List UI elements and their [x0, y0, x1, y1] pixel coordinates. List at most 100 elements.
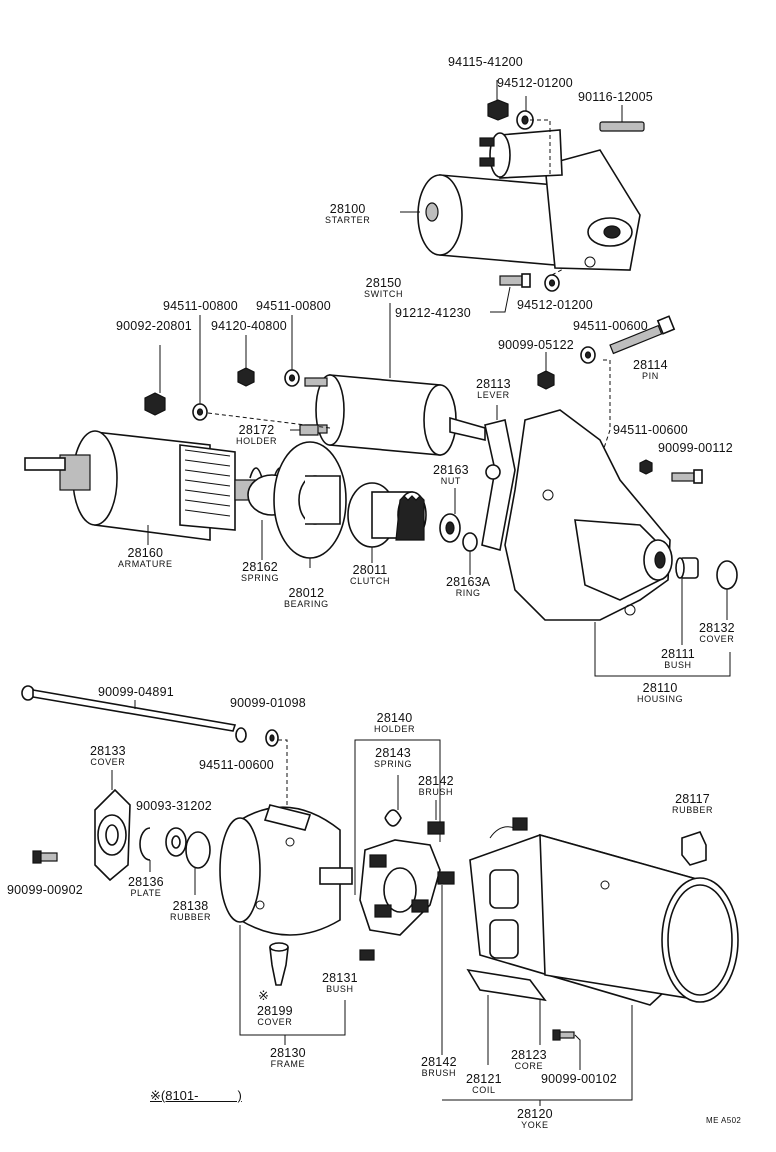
part-number: 94511-00600 [199, 758, 274, 772]
nut-94120-40800-drawing [237, 335, 255, 387]
part-label: 28117 RUBBER [672, 792, 714, 816]
nut-28163-drawing [439, 488, 461, 543]
screw-90099-00102-drawing [552, 1029, 581, 1070]
part-name: LEVER [477, 390, 510, 401]
spring-28143-drawing [384, 775, 402, 827]
nut-94115-41200-drawing [487, 80, 509, 121]
part-number: 28113 [476, 377, 511, 391]
part-label: 28136 PLATE [128, 875, 164, 899]
brush-28142-bottom-drawing [437, 871, 455, 1055]
part-name: SWITCH [364, 289, 404, 300]
part-label: 28143 SPRING [374, 746, 413, 770]
part-label: 28163A RING [446, 575, 491, 599]
part-number: 28142 [421, 1055, 457, 1069]
part-number: 90099-04891 [98, 685, 174, 699]
part-number: 28150 [365, 276, 402, 290]
marker-asterisk: ※ [258, 988, 269, 1003]
part-number: 28120 [517, 1107, 553, 1121]
part-label: 28130 FRAME [270, 1046, 306, 1070]
bolt-91212-41230-drawing [490, 273, 531, 313]
part-number: 94115-41200 [448, 55, 523, 69]
washer-94511-00600-low-drawing [235, 727, 247, 743]
armature-28160-drawing [24, 430, 276, 545]
part-label: 90116-12005 [578, 90, 653, 104]
ring-28163A-drawing [462, 532, 478, 575]
part-number: 94512-01200 [497, 76, 573, 90]
part-number: 90092-20801 [116, 319, 192, 333]
part-name: BRUSH [418, 787, 454, 798]
part-number: 94511-00600 [613, 423, 688, 437]
washer-94511-00800-left-drawing [192, 315, 208, 421]
part-number: 28132 [699, 621, 735, 635]
diagram-code: ME A502 [706, 1116, 742, 1125]
nut-90092-20801-drawing [144, 345, 166, 416]
washer-94511-00600-mid-drawing [639, 459, 653, 475]
plate-28136-drawing [139, 827, 151, 872]
bush-28111-drawing [675, 557, 699, 645]
part-number: 28121 [466, 1072, 502, 1086]
part-label: 94115-41200 [448, 55, 523, 69]
part-label: 94512-01200 [497, 76, 573, 90]
washer-94511-00600-top-drawing [580, 346, 596, 364]
part-label: 94511-00600 [613, 423, 688, 437]
part-number: 28130 [270, 1046, 306, 1060]
part-name: BEARING [284, 599, 329, 610]
part-label: 28150 SWITCH [364, 276, 404, 300]
part-number: 28100 [329, 202, 366, 216]
part-label: 94120-40800 [211, 319, 287, 333]
part-name: CLUTCH [350, 576, 391, 587]
part-label: 90099-00102 [541, 1072, 617, 1086]
screw-90099-00902-drawing [32, 850, 58, 864]
production-date-footnote: ※(8101- ) [150, 1088, 242, 1103]
part-name: CORE [514, 1061, 544, 1072]
part-number: 94120-40800 [211, 319, 287, 333]
switch-28150-drawing [304, 303, 486, 456]
bolt-90099-00112-drawing [671, 469, 703, 484]
yoke-28120-drawing [466, 817, 739, 1006]
part-number: 28140 [376, 711, 413, 725]
bearing-28012-drawing [273, 441, 347, 568]
washer-90093-31202-drawing [165, 827, 187, 857]
part-name: STARTER [325, 215, 371, 226]
stud-90116-12005-drawing [599, 105, 645, 132]
part-label: 90099-00902 [7, 883, 83, 897]
part-number: 90099-05122 [498, 338, 574, 352]
part-label: 28113 LEVER [476, 377, 511, 401]
part-number: 94511-00800 [256, 299, 331, 313]
part-label: 94512-01200 [517, 298, 593, 312]
part-number: 90099-00102 [541, 1072, 617, 1086]
part-label: 28100 STARTER [325, 202, 371, 226]
part-name: NUT [440, 476, 462, 487]
part-label: 90092-20801 [116, 319, 192, 333]
part-name: RUBBER [672, 805, 714, 816]
part-number: 90093-31202 [136, 799, 212, 813]
part-label: 28132 COVER [699, 621, 735, 645]
part-label: 28111 BUSH [661, 647, 695, 671]
holder-28172-drawing [290, 424, 319, 436]
part-label: 94511-00800 [256, 299, 331, 313]
part-name: RING [455, 588, 481, 599]
part-label: 28114 PIN [633, 358, 668, 382]
part-label: 28142 BRUSH [421, 1055, 457, 1079]
part-label: 90099-05122 [498, 338, 574, 352]
part-number: 90116-12005 [578, 90, 653, 104]
part-number: 28117 [675, 792, 710, 806]
part-name: YOKE [521, 1120, 549, 1131]
part-label: 28120 YOKE [517, 1107, 553, 1131]
part-number: 28163A [446, 575, 491, 589]
part-label: 94511-00600 [573, 319, 648, 333]
part-name: BRUSH [421, 1068, 457, 1079]
part-label: 28131 BUSH [322, 971, 358, 995]
part-label: 28011 CLUTCH [350, 563, 391, 587]
part-label: 28160 ARMATURE [118, 546, 173, 570]
part-number: 28011 [352, 563, 388, 577]
part-label: 28199 COVER [257, 1004, 293, 1028]
part-number: 28114 [633, 358, 668, 372]
part-number: 28133 [90, 744, 126, 758]
part-name: SPRING [241, 573, 280, 584]
part-label: 28162 SPRING [241, 560, 280, 584]
part-name: SPRING [374, 759, 413, 770]
washer-94511-00800-right-drawing [284, 315, 300, 387]
part-label: 28142 BRUSH [418, 774, 454, 798]
part-name: FRAME [270, 1059, 306, 1070]
